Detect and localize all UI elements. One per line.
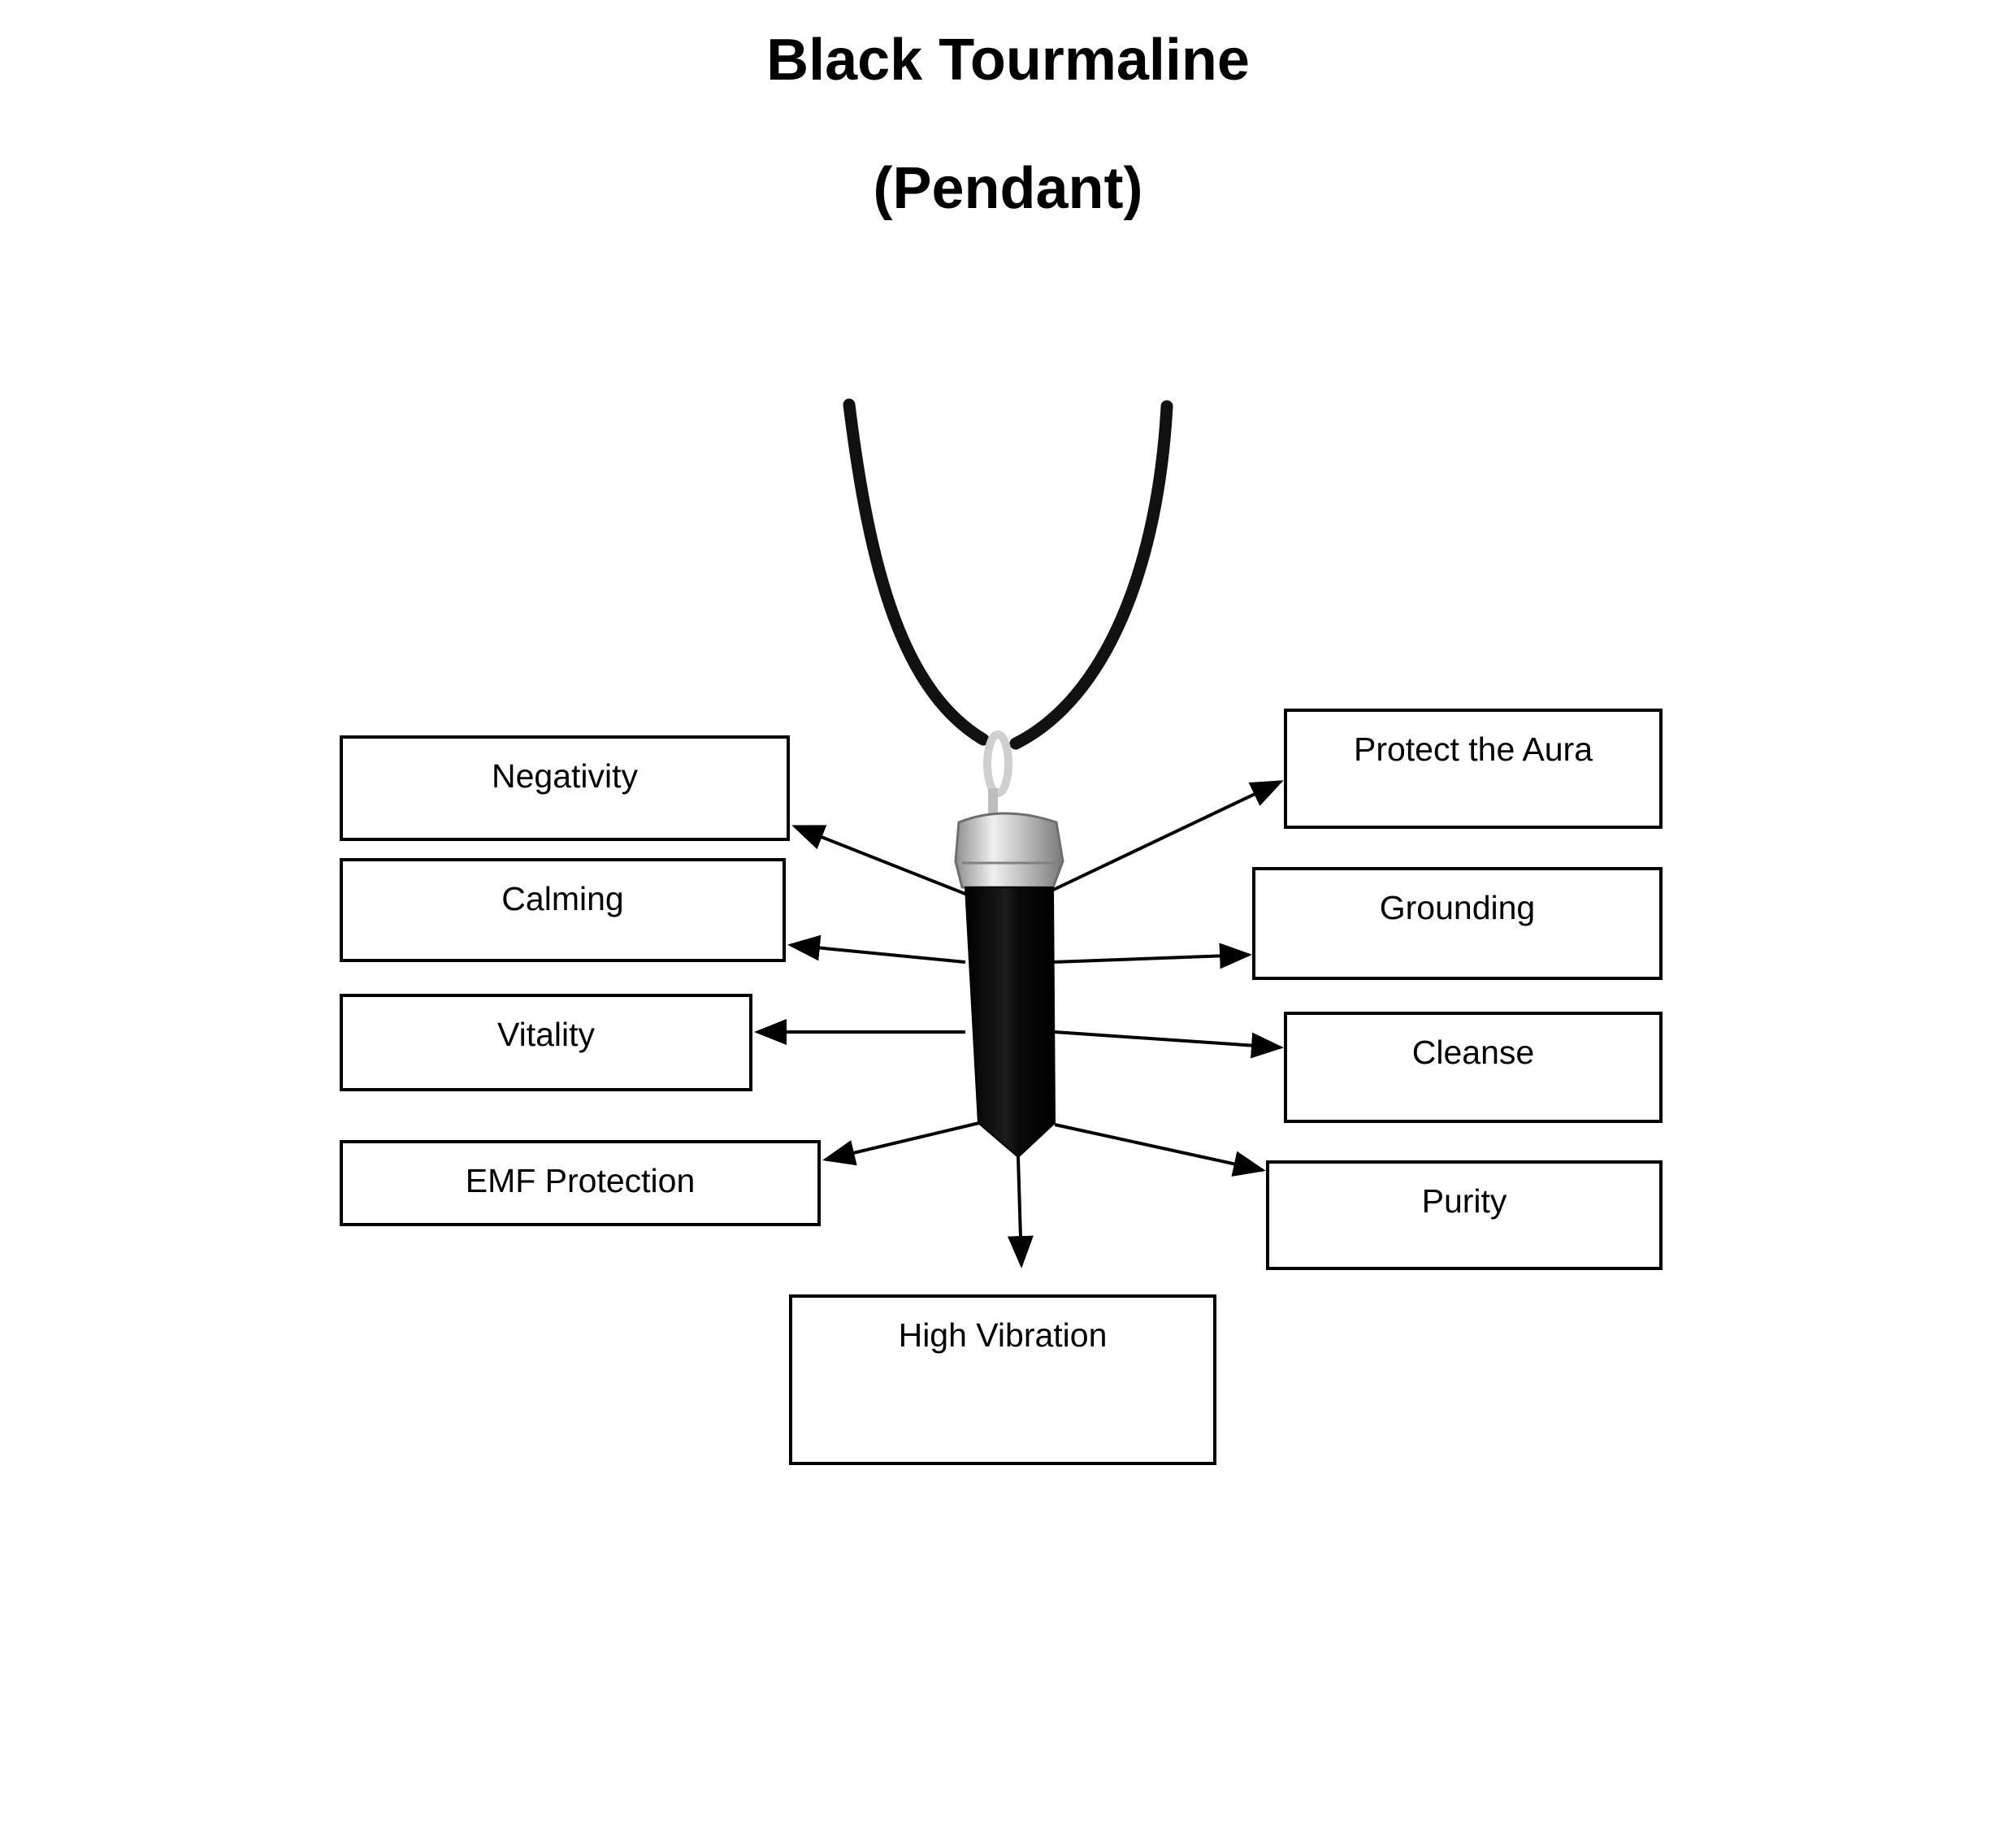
diagram-title: Black Tourmaline <box>766 28 1250 93</box>
tourmaline-stone <box>964 887 1056 1159</box>
label-box-cleanse: Cleanse <box>1284 1012 1663 1123</box>
arrow-to-cleanse <box>1054 1030 1284 1059</box>
arrow-to-purity <box>1054 1123 1266 1177</box>
pendant-bail <box>983 731 1012 822</box>
pendant-silver-cap <box>954 812 1064 889</box>
arrow-to-high-vibration <box>1007 1156 1034 1268</box>
label-box-vitality: Vitality <box>340 994 752 1091</box>
diagram-subtitle: (Pendant) <box>873 156 1143 221</box>
label-vitality: Vitality <box>496 1016 596 1053</box>
label-box-high-vibration: High Vibration <box>789 1294 1216 1465</box>
label-protect-the-aura: Protect the Aura <box>1353 731 1593 768</box>
label-grounding: Grounding <box>1379 889 1536 926</box>
necklace-cord <box>843 398 1173 750</box>
label-emf-protection: EMF Protection <box>465 1162 696 1199</box>
label-high-vibration: High Vibration <box>898 1316 1108 1354</box>
label-box-protect-the-aura: Protect the Aura <box>1284 709 1663 829</box>
arrow-to-protect-the-aura <box>1047 780 1284 894</box>
arrow-to-grounding <box>1052 943 1252 969</box>
arrow-to-calming <box>787 934 966 964</box>
label-cleanse: Cleanse <box>1411 1034 1535 1071</box>
label-calming: Calming <box>501 880 624 917</box>
arrow-to-negativity <box>791 825 966 895</box>
label-box-calming: Calming <box>340 858 786 962</box>
arrows <box>754 780 1284 1268</box>
arrow-to-emf-protection <box>822 1121 980 1166</box>
label-box-grounding: Grounding <box>1252 867 1663 980</box>
label-purity: Purity <box>1421 1182 1507 1220</box>
label-box-negativity: Negativity <box>340 735 790 841</box>
label-box-emf-protection: EMF Protection <box>340 1140 821 1226</box>
label-negativity: Negativity <box>491 757 638 795</box>
label-box-purity: Purity <box>1266 1160 1663 1270</box>
